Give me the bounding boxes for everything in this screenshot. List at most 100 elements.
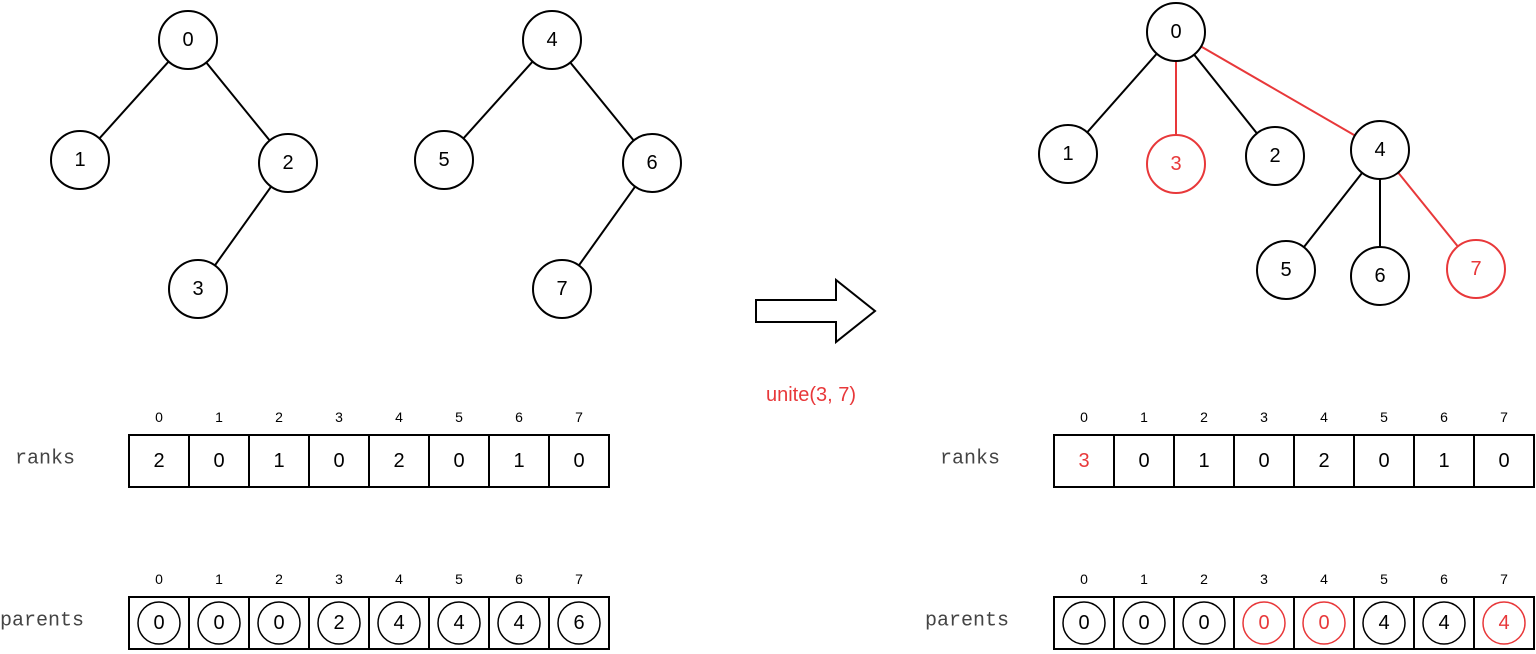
array-cell-box [1233, 434, 1295, 488]
after-node-circle [1350, 246, 1410, 306]
after-node-circle [1038, 124, 1098, 184]
array-cell-box [308, 596, 370, 650]
array-cell-value: 4 [393, 612, 404, 634]
before-parents-index: 5 [455, 571, 463, 587]
after-edge-0-2 [1193, 54, 1258, 134]
after-ranks-cell: 0 [1473, 434, 1535, 488]
array-cell-value: 0 [1378, 450, 1389, 472]
array-cell-value: 4 [1378, 612, 1389, 634]
array-cell-value: 4 [1438, 612, 1449, 634]
after-node-4: 4 [1350, 120, 1410, 180]
before-ranks-index: 0 [155, 409, 163, 425]
before-parents-cell: 2 [308, 596, 370, 650]
parent-ref-circle [1062, 601, 1106, 645]
after-node-label: 1 [1062, 143, 1073, 165]
array-cell-value: 0 [153, 612, 164, 634]
before-ranks-index: 2 [275, 409, 283, 425]
after-node-7: 7 [1446, 239, 1506, 299]
array-cell-value: 4 [1498, 612, 1509, 634]
after-parents-cell: 4 [1473, 596, 1535, 650]
array-cell-box [1233, 596, 1295, 650]
array-cell-value: 0 [1078, 612, 1089, 634]
after-ranks-index: 3 [1260, 409, 1268, 425]
array-cell-value: 0 [573, 450, 584, 472]
parent-ref-circle [1122, 601, 1166, 645]
after-parents-index: 3 [1260, 571, 1268, 587]
before-ranks-cell: 0 [548, 434, 610, 488]
array-cell-box [1473, 434, 1535, 488]
after-node-label: 7 [1470, 258, 1481, 280]
after-ranks-index: 5 [1380, 409, 1388, 425]
array-cell-value: 0 [453, 450, 464, 472]
before-edge-2-3 [214, 186, 272, 266]
before-node-circle [168, 259, 228, 319]
before-node-circle [532, 259, 592, 319]
array-cell-value: 4 [513, 612, 524, 634]
after-ranks-cell: 1 [1173, 434, 1235, 488]
after-parents-cell: 4 [1353, 596, 1415, 650]
parent-ref-circle [197, 601, 241, 645]
after-ranks-index: 0 [1080, 409, 1088, 425]
before-edge-0-1 [98, 60, 170, 140]
after-node-circle [1245, 126, 1305, 186]
before-parents-index: 2 [275, 571, 283, 587]
array-cell-value: 0 [1198, 612, 1209, 634]
before-node-label: 2 [282, 152, 293, 174]
array-cell-box [188, 434, 250, 488]
before-node-label: 4 [546, 29, 557, 51]
before-node-label: 1 [74, 149, 85, 171]
parent-ref-circle [1182, 601, 1226, 645]
before-edge-4-6 [569, 61, 635, 142]
array-cell-box [1353, 434, 1415, 488]
before-parents-index: 4 [395, 571, 403, 587]
after-parents-cell: 0 [1233, 596, 1295, 650]
after-ranks-index: 1 [1140, 409, 1148, 425]
before-node-label: 6 [646, 152, 657, 174]
array-cell-box [548, 596, 610, 650]
before-ranks-cell: 0 [308, 434, 370, 488]
array-cell-value: 1 [513, 450, 524, 472]
before-node-3: 3 [168, 259, 228, 319]
array-cell-box [1173, 596, 1235, 650]
array-cell-value: 1 [1198, 450, 1209, 472]
before-parents-cell: 0 [188, 596, 250, 650]
before-ranks-cell: 0 [188, 434, 250, 488]
after-parents-label: parents [925, 610, 1009, 633]
parent-ref-circle [557, 601, 601, 645]
parent-ref-circle [377, 601, 421, 645]
before-parents-cell: 4 [428, 596, 490, 650]
array-cell-box [1113, 434, 1175, 488]
after-node-label: 3 [1170, 153, 1181, 175]
array-cell-box [548, 434, 610, 488]
after-parents-index: 2 [1200, 571, 1208, 587]
after-node-circle [1256, 240, 1316, 300]
array-cell-box [488, 434, 550, 488]
array-cell-value: 0 [1258, 612, 1269, 634]
array-cell-box [308, 434, 370, 488]
array-cell-box [1413, 596, 1475, 650]
after-parents-index: 5 [1380, 571, 1388, 587]
array-cell-value: 0 [1318, 612, 1329, 634]
array-cell-value: 2 [1318, 450, 1329, 472]
before-ranks-index: 1 [215, 409, 223, 425]
after-node-label: 2 [1269, 145, 1280, 167]
before-node-circle [622, 133, 682, 193]
before-ranks-index: 4 [395, 409, 403, 425]
before-node-label: 0 [182, 29, 193, 51]
before-node-4: 4 [522, 10, 582, 70]
after-node-6: 6 [1350, 246, 1410, 306]
before-node-6: 6 [622, 133, 682, 193]
after-parents-index: 4 [1320, 571, 1328, 587]
after-parents-index: 1 [1140, 571, 1148, 587]
before-node-0: 0 [158, 10, 218, 70]
before-node-1: 1 [50, 130, 110, 190]
after-edge-4-5 [1303, 172, 1363, 248]
array-cell-box [128, 434, 190, 488]
after-node-3: 3 [1146, 134, 1206, 194]
before-parents-cell: 0 [248, 596, 310, 650]
before-ranks-cell: 2 [368, 434, 430, 488]
after-ranks-cell: 1 [1413, 434, 1475, 488]
after-node-label: 5 [1280, 259, 1291, 281]
after-ranks-cell: 0 [1233, 434, 1295, 488]
before-node-2: 2 [258, 133, 318, 193]
